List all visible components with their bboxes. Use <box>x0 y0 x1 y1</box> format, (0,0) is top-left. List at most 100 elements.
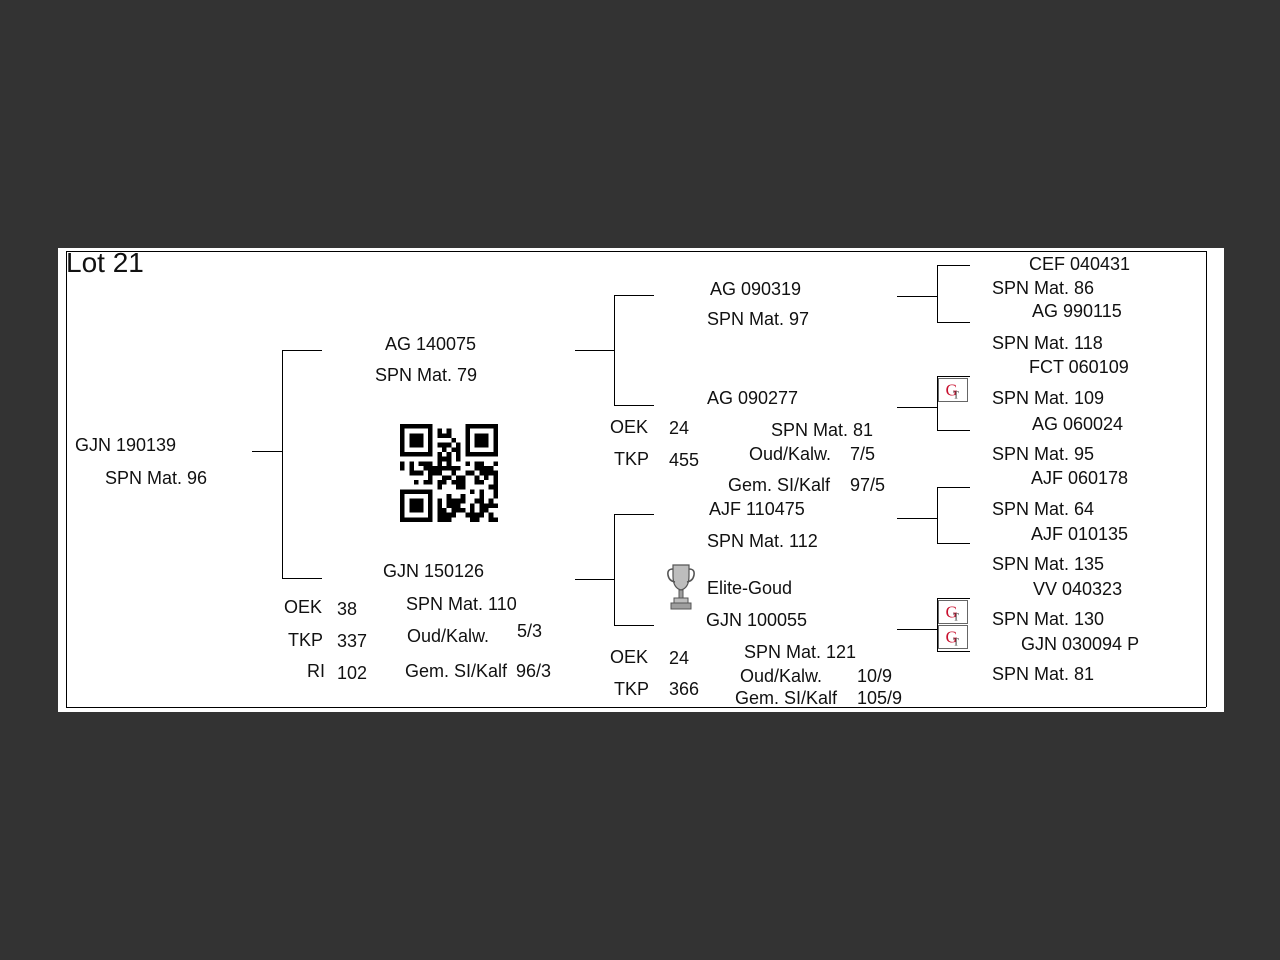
dam-dam-oek-value: 24 <box>669 648 690 668</box>
connector <box>614 514 654 515</box>
frame-left <box>66 251 67 707</box>
gen3-mat: SPN Mat. 81 <box>992 664 1095 684</box>
dam-oek-label: OEK <box>284 597 323 617</box>
sire-mat: SPN Mat. 79 <box>375 365 478 385</box>
sire-sire-mat: SPN Mat. 97 <box>707 309 810 329</box>
connector <box>897 296 937 297</box>
sire-dam-oek-label: OEK <box>610 417 649 437</box>
connector <box>937 598 970 599</box>
gen3-mat: SPN Mat. 109 <box>992 388 1105 408</box>
dam-ri-label: RI <box>307 661 325 681</box>
gen3-id: AG 990115 <box>1032 301 1122 321</box>
connector <box>897 518 937 519</box>
connector <box>937 598 938 652</box>
sire-dam-oek-value: 24 <box>669 418 690 438</box>
gen3-id: GJN 030094 P <box>1021 634 1140 654</box>
connector <box>937 543 970 544</box>
gen3-mat: SPN Mat. 64 <box>992 499 1095 519</box>
connector <box>937 651 970 652</box>
dam-dam-gem-label: Gem. SI/Kalf <box>735 688 838 708</box>
svg-text:T: T <box>953 612 959 623</box>
gen3-mat: SPN Mat. 86 <box>992 278 1095 298</box>
subject-id: GJN 190139 <box>75 435 177 455</box>
svg-text:G: G <box>946 381 958 400</box>
gen3-mat: SPN Mat. 118 <box>992 333 1103 353</box>
connector <box>937 487 938 544</box>
sire-dam-tkp-value: 455 <box>669 450 700 470</box>
connector <box>252 451 282 452</box>
connector <box>282 350 322 351</box>
connector <box>937 322 970 323</box>
gen3-mat: SPN Mat. 95 <box>992 444 1095 464</box>
sire-dam-oud-label: Oud/Kalw. <box>749 444 832 464</box>
dam-dam-oud-value: 10/9 <box>857 666 893 686</box>
sire-dam-mat: SPN Mat. 81 <box>771 420 874 440</box>
connector <box>282 578 322 579</box>
gen3-id: AJF 010135 <box>1031 524 1129 544</box>
connector <box>575 579 615 580</box>
lot-title: Lot 21 <box>66 247 144 278</box>
gen3-id: AG 060024 <box>1032 414 1124 434</box>
connector <box>937 487 970 488</box>
sire-dam-gem-value: 97/5 <box>850 475 886 495</box>
dam-gem-value: 96/3 <box>516 661 552 681</box>
dam-id: GJN 150126 <box>383 561 485 581</box>
connector <box>937 265 938 322</box>
dam-tkp-label: TKP <box>288 630 324 650</box>
sire-dam-gem-label: Gem. SI/Kalf <box>728 475 831 495</box>
connector <box>937 376 970 377</box>
frame-top <box>66 251 1206 252</box>
dam-dam-id: GJN 100055 <box>706 610 808 630</box>
dam-tkp-value: 337 <box>337 631 368 651</box>
frame-right <box>1206 251 1207 707</box>
connector <box>575 350 615 351</box>
gen3-id: AJF 060178 <box>1031 468 1129 488</box>
gen3-id: FCT 060109 <box>1029 357 1129 377</box>
svg-text:T: T <box>953 637 959 648</box>
frame-bottom <box>66 707 1206 708</box>
connector <box>614 514 615 625</box>
connector <box>614 405 654 406</box>
connector <box>937 376 938 431</box>
connector <box>937 430 970 431</box>
connector <box>937 265 970 266</box>
connector <box>282 350 283 579</box>
dam-sire-mat: SPN Mat. 112 <box>707 531 818 551</box>
dam-gem-label: Gem. SI/Kalf <box>405 661 508 681</box>
sire-sire-id: AG 090319 <box>710 279 802 299</box>
gen3-mat: SPN Mat. 135 <box>992 554 1105 574</box>
dam-dam-gem-value: 105/9 <box>857 688 903 708</box>
connector <box>614 295 654 296</box>
connector <box>897 629 937 630</box>
dam-dam-oud-label: Oud/Kalw. <box>740 666 823 686</box>
dam-sire-id: AJF 110475 <box>709 499 805 519</box>
dam-dam-mat: SPN Mat. 121 <box>744 642 857 662</box>
dam-dam-oek-label: OEK <box>610 647 649 667</box>
dam-oud-value: 5/3 <box>517 621 543 641</box>
gen3-id: CEF 040431 <box>1029 254 1131 274</box>
dam-dam-tkp-value: 366 <box>669 679 700 699</box>
dam-oek-value: 38 <box>337 599 358 619</box>
svg-text:G: G <box>946 603 958 622</box>
svg-text:G: G <box>946 628 958 647</box>
dam-oud-label: Oud/Kalw. <box>407 626 490 646</box>
sire-dam-id: AG 090277 <box>707 388 799 408</box>
connector <box>614 625 654 626</box>
svg-text:T: T <box>953 390 959 401</box>
dam-dam-award: Elite-Goud <box>707 578 793 598</box>
sire-dam-tkp-label: TKP <box>614 449 650 469</box>
sire-id: AG 140075 <box>385 334 477 354</box>
connector <box>897 407 937 408</box>
connector <box>614 295 615 406</box>
sire-dam-oud-value: 7/5 <box>850 444 876 464</box>
gen3-id: VV 040323 <box>1033 579 1123 599</box>
dam-ri-value: 102 <box>337 663 368 683</box>
dam-mat: SPN Mat. 110 <box>406 594 517 614</box>
qr-code-icon <box>400 424 498 522</box>
dam-dam-tkp-label: TKP <box>614 679 650 699</box>
gen3-mat: SPN Mat. 130 <box>992 609 1105 629</box>
subject-mat: SPN Mat. 96 <box>105 468 208 488</box>
